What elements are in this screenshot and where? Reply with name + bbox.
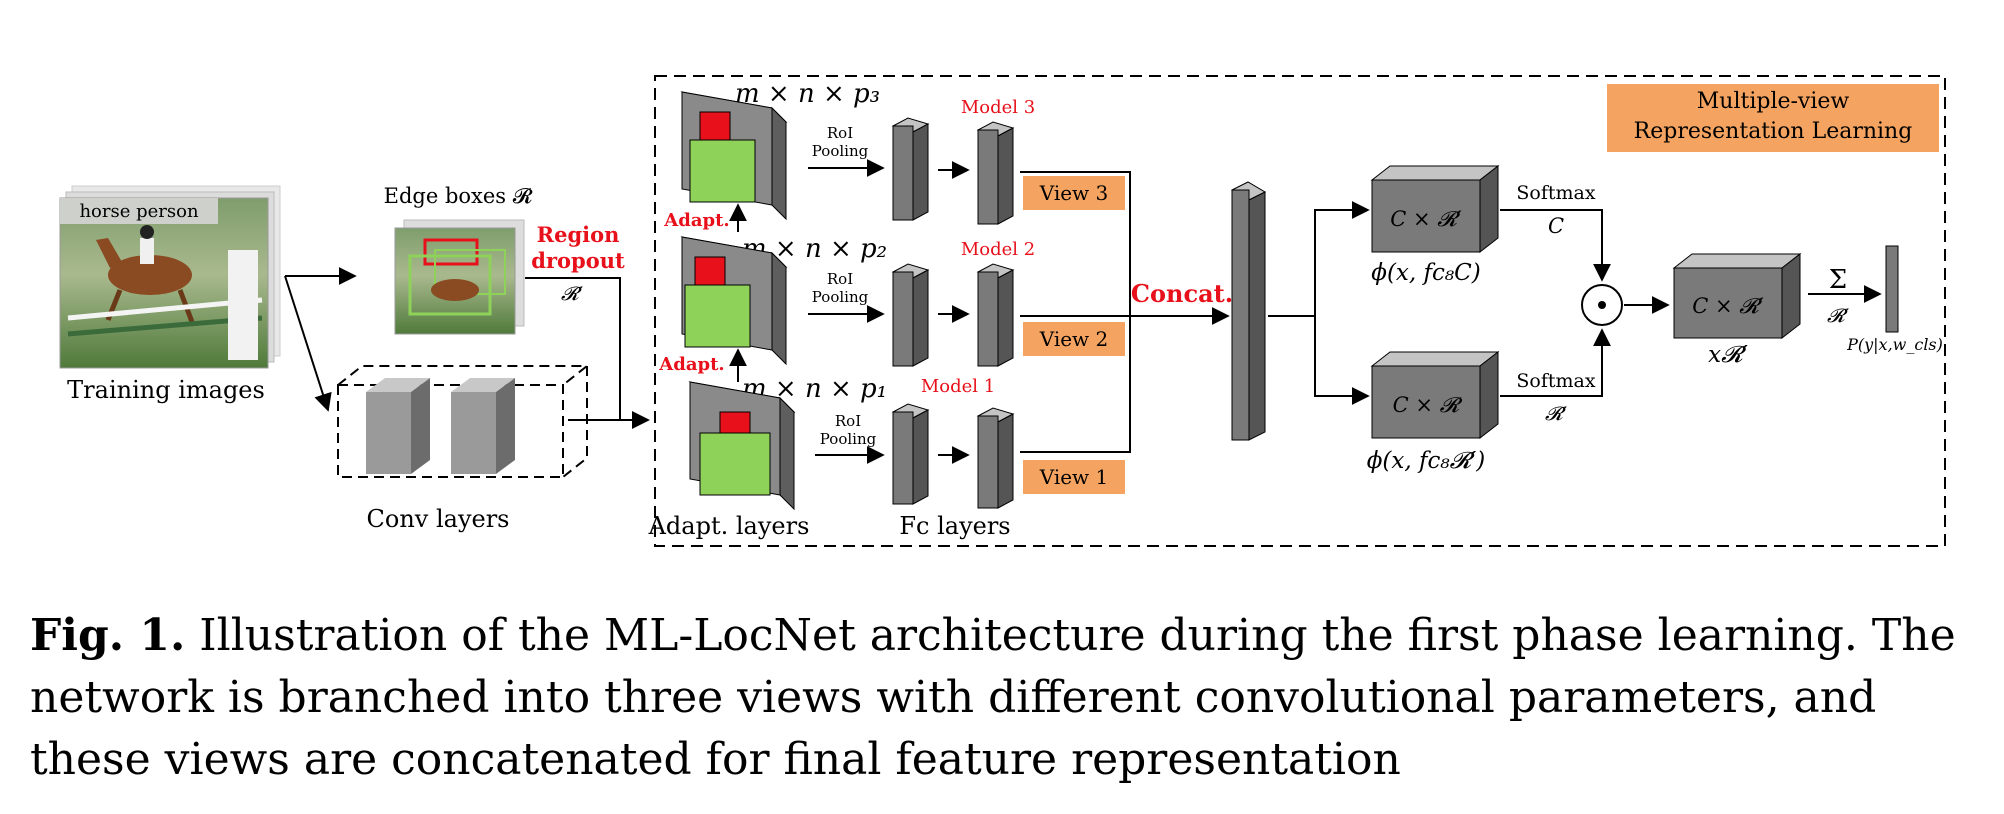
final-score-vector (1885, 245, 1899, 333)
conv-layers-label: Conv layers (367, 505, 510, 533)
roi-line1-3: RoI (827, 124, 853, 142)
roi-line2-2: Pooling (812, 288, 869, 306)
view-2-label: View 2 (1039, 327, 1109, 351)
adapt-label-3: Adapt. (663, 210, 729, 231)
concat-bracket (1020, 171, 1131, 453)
branch-view-2: m × n × p₂ RoI Pooling Model 2 View 2 (680, 234, 1125, 367)
bottom-head-label: ϕ(x, fc₈𝓡′) (1367, 448, 1486, 474)
sum-sub: 𝓡′ (1827, 305, 1850, 327)
model-3-label: Model 3 (961, 97, 1035, 118)
softmax-top-sub: C (1548, 214, 1564, 238)
out-box-label: C × 𝓡′ (1692, 294, 1764, 318)
roi-line2-3: Pooling (812, 142, 869, 160)
arrow-to-conv-layers (284, 275, 332, 412)
view-2-box (1023, 322, 1125, 356)
multi-view-frame (654, 75, 1946, 547)
roi-line2-1: Pooling (820, 430, 877, 448)
view-3-box (1023, 176, 1125, 210)
view-1-label: View 1 (1039, 465, 1109, 489)
region-dropout-line2: dropout (531, 248, 625, 273)
conv-layers-block: Conv layers (337, 365, 590, 533)
top-box-label: C × 𝓡′ (1390, 207, 1462, 231)
roi-line1-1: RoI (835, 412, 861, 430)
detection-head: C × 𝓡 ϕ(x, fc₈𝓡′) (1367, 350, 1500, 474)
mvrl-title-box: Multiple-view Representation Learning (1607, 84, 1939, 152)
branch-view-3: m × n × p₃ RoI Pooling Model 3 View 3 (680, 79, 1125, 225)
caption-label: Fig. 1. (30, 610, 186, 661)
image-tag: horse person (79, 201, 198, 222)
edge-boxes-label: Edge boxes 𝓡 (384, 184, 533, 208)
view-1-box (1023, 460, 1125, 494)
classification-head: C × 𝓡′ ϕ(x, fc₈C) (1370, 164, 1500, 286)
view-3-label: View 3 (1039, 181, 1109, 205)
elementwise-product-node (1581, 284, 1623, 326)
sum-symbol: Σ (1829, 265, 1847, 295)
softmax-bottom-sub: 𝓡′ (1545, 403, 1568, 425)
adapt-layers-label: Adapt. layers (648, 512, 810, 540)
concat-feature-bar (1230, 181, 1267, 441)
training-images-label: Training images (67, 376, 265, 404)
mvrl-title-line2: Representation Learning (1634, 119, 1913, 144)
model-1-label: Model 1 (921, 376, 995, 397)
mvrl-title-line1: Multiple-view (1697, 89, 1850, 114)
output-representation: C × 𝓡′ x𝓡′ (1672, 252, 1802, 368)
concat-label: Concat. (1131, 279, 1233, 308)
top-head-label: ϕ(x, fc₈C) (1371, 260, 1480, 286)
bottom-box-label: C × 𝓡 (1393, 393, 1463, 417)
region-dropout-line1: Region (537, 222, 620, 247)
prob-label: P(y|x,w_cls) (1846, 335, 1943, 354)
softmax-top-label: Softmax (1516, 182, 1595, 204)
region-dropout-rprime: 𝓡′ (561, 283, 584, 305)
fc-layers-label: Fc layers (899, 512, 1010, 540)
branch-view-1: m × n × p₁ RoI Pooling Model 1 View 1 (688, 374, 1125, 511)
caption-text: Illustration of the ML-LocNet architectu… (30, 610, 1956, 785)
adapt-label-1: Adapt. (658, 354, 724, 375)
edge-boxes: Edge boxes 𝓡 (384, 184, 533, 335)
figure-caption: Fig. 1. Illustration of the ML-LocNet ar… (30, 605, 1980, 791)
training-images: horse person Training images (59, 185, 281, 404)
dim-label-3: m × n × p₃ (735, 79, 880, 109)
softmax-bottom-label: Softmax (1516, 370, 1595, 392)
model-2-label: Model 2 (961, 239, 1035, 260)
roi-line1-2: RoI (827, 270, 853, 288)
out-label: x𝓡′ (1708, 342, 1748, 368)
architecture-diagram: Multiple-view Representation Learning ho… (59, 75, 1946, 547)
